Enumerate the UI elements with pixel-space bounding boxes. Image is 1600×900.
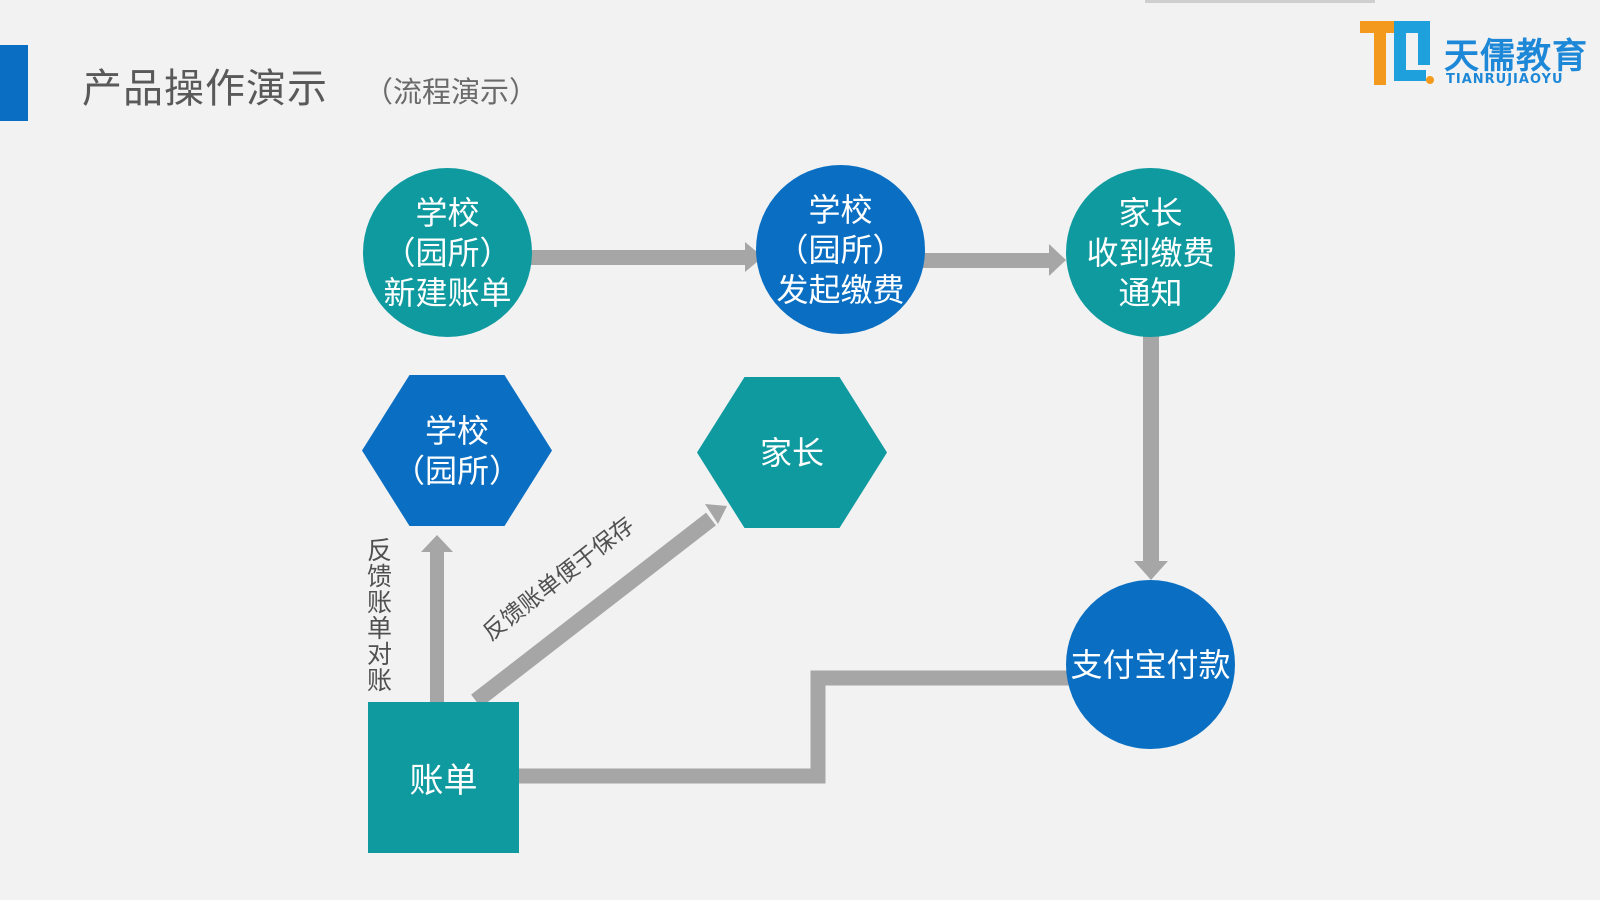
connector-alipay-to-bill [517, 670, 1075, 784]
top-decoration-line [1145, 0, 1375, 3]
node-bill: 账单 [368, 702, 519, 853]
arrow-initiate-to-notice [923, 253, 1056, 268]
arrow-bill-to-school [430, 550, 444, 702]
logo-english-text: TIANRUJIAOYU [1446, 72, 1564, 87]
brand-logo: 天儒教育 TIANRUJIAOYU [1358, 18, 1587, 94]
logo-chinese-text: 天儒教育 [1444, 37, 1589, 77]
arrowhead-initiate-to-notice [1049, 244, 1066, 276]
arrowhead-create-to-initiate [745, 242, 763, 272]
node-school-initiate-payment: 学校 （园所） 发起缴费 [756, 165, 925, 334]
arrow-bill-to-parent [471, 512, 716, 708]
arrowhead-notice-to-alipay [1134, 561, 1168, 580]
arrow-create-to-initiate [531, 250, 747, 265]
header: 产品操作演示 （流程演示） [82, 56, 538, 114]
page-title: 产品操作演示 [82, 66, 328, 112]
node-parent-hexagon: 家长 [697, 377, 887, 528]
accent-bar [0, 45, 28, 121]
arrow-notice-to-alipay [1143, 335, 1159, 563]
arrowhead-bill-to-school [421, 535, 453, 552]
node-alipay-payment: 支付宝付款 [1066, 580, 1235, 749]
node-parent-receive-notice: 家长 收到缴费 通知 [1066, 168, 1235, 337]
arrowhead-bill-to-parent [705, 504, 727, 524]
logo-mark-icon [1360, 21, 1434, 85]
edge-label-feedback-school-text: 反 馈 账 单 对 账 [367, 536, 393, 695]
node-school-create-bill: 学校 （园所） 新建账单 [363, 168, 532, 337]
edge-label-feedback-school: 反 馈 账 单 对 账 [367, 538, 393, 694]
page-subtitle: （流程演示） [364, 75, 539, 109]
